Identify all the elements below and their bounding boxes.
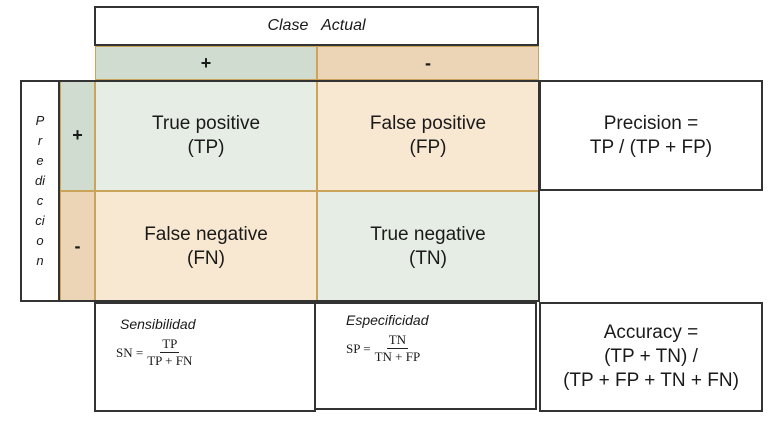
predicted-letter: e — [36, 153, 44, 168]
predicted-letter: ci — [35, 213, 45, 228]
column-header-negative: - — [317, 46, 539, 80]
accuracy-numerator: (TP + TN) / — [604, 346, 698, 367]
column-positive-sign: + — [200, 52, 212, 73]
false-negative-cell: False negative (FN) — [95, 191, 317, 302]
precision-title: Precision = — [603, 112, 699, 134]
specificity-title: Especificidad — [346, 312, 429, 328]
sensitivity-numerator: TP — [160, 336, 180, 353]
true-positive-cell: True positive (TP) — [95, 80, 317, 191]
tn-label: True negative — [370, 223, 486, 245]
predicted-class-header: P r e di c ci o n — [20, 80, 60, 302]
accuracy-denominator: (TP + FP + TN + FN) — [563, 370, 739, 391]
column-header-positive: + — [95, 46, 317, 80]
specificity-lhs: SP = — [346, 340, 371, 356]
sensitivity-denominator: TP + FN — [147, 353, 193, 368]
false-positive-cell: False positive (FP) — [317, 80, 539, 191]
predicted-letter: di — [34, 173, 46, 188]
sensitivity-title: Sensibilidad — [120, 316, 196, 332]
specificity-card: Especificidad SP = TN TN + FP — [346, 312, 516, 382]
sensitivity-formula: SN = TP TP + FN — [116, 336, 296, 369]
specificity-fraction: TN TN + FP — [375, 332, 421, 365]
fp-abbrev: (FP) — [409, 136, 447, 158]
fn-abbrev: (FN) — [187, 247, 225, 269]
actual-class-label: Clase Actual — [267, 17, 366, 34]
row-header-negative: - — [60, 191, 95, 302]
predicted-letter: o — [36, 233, 44, 248]
row-header-positive: + — [60, 80, 95, 191]
sensitivity-fraction: TP TP + FN — [147, 336, 192, 369]
predicted-letter: c — [36, 193, 44, 208]
precision-formula: TP / (TP + FP) — [589, 136, 713, 158]
true-negative-cell: True negative (TN) — [317, 191, 539, 302]
sensitivity-lhs: SN = — [116, 344, 144, 360]
specificity-box: Especificidad SP = TN TN + FP — [314, 302, 537, 410]
specificity-numerator: TN — [386, 332, 409, 349]
specificity-denominator: TN + FP — [374, 349, 421, 364]
tn-abbrev: (TN) — [409, 247, 447, 269]
column-negative-sign: - — [425, 52, 431, 73]
fp-label: False positive — [369, 112, 487, 134]
precision-box: Precision = TP / (TP + FP) — [539, 80, 763, 191]
predicted-letter: n — [36, 253, 44, 268]
actual-class-header: Clase Actual — [94, 6, 539, 46]
predicted-letter: r — [37, 133, 43, 148]
fn-label: False negative — [144, 223, 268, 245]
sensitivity-box: Sensibilidad SN = TP TP + FN — [94, 302, 316, 412]
accuracy-box: Accuracy = (TP + TN) / (TP + FP + TN + F… — [539, 302, 763, 412]
specificity-formula: SP = TN TN + FP — [346, 332, 516, 365]
tp-abbrev: (TP) — [187, 136, 225, 158]
tp-label: True positive — [151, 112, 261, 134]
row-negative-sign: - — [74, 236, 81, 256]
accuracy-title: Accuracy = — [603, 322, 699, 343]
row-positive-sign: + — [72, 125, 83, 145]
predicted-letter: P — [35, 113, 45, 128]
sensitivity-card: Sensibilidad SN = TP TP + FN — [116, 316, 296, 388]
